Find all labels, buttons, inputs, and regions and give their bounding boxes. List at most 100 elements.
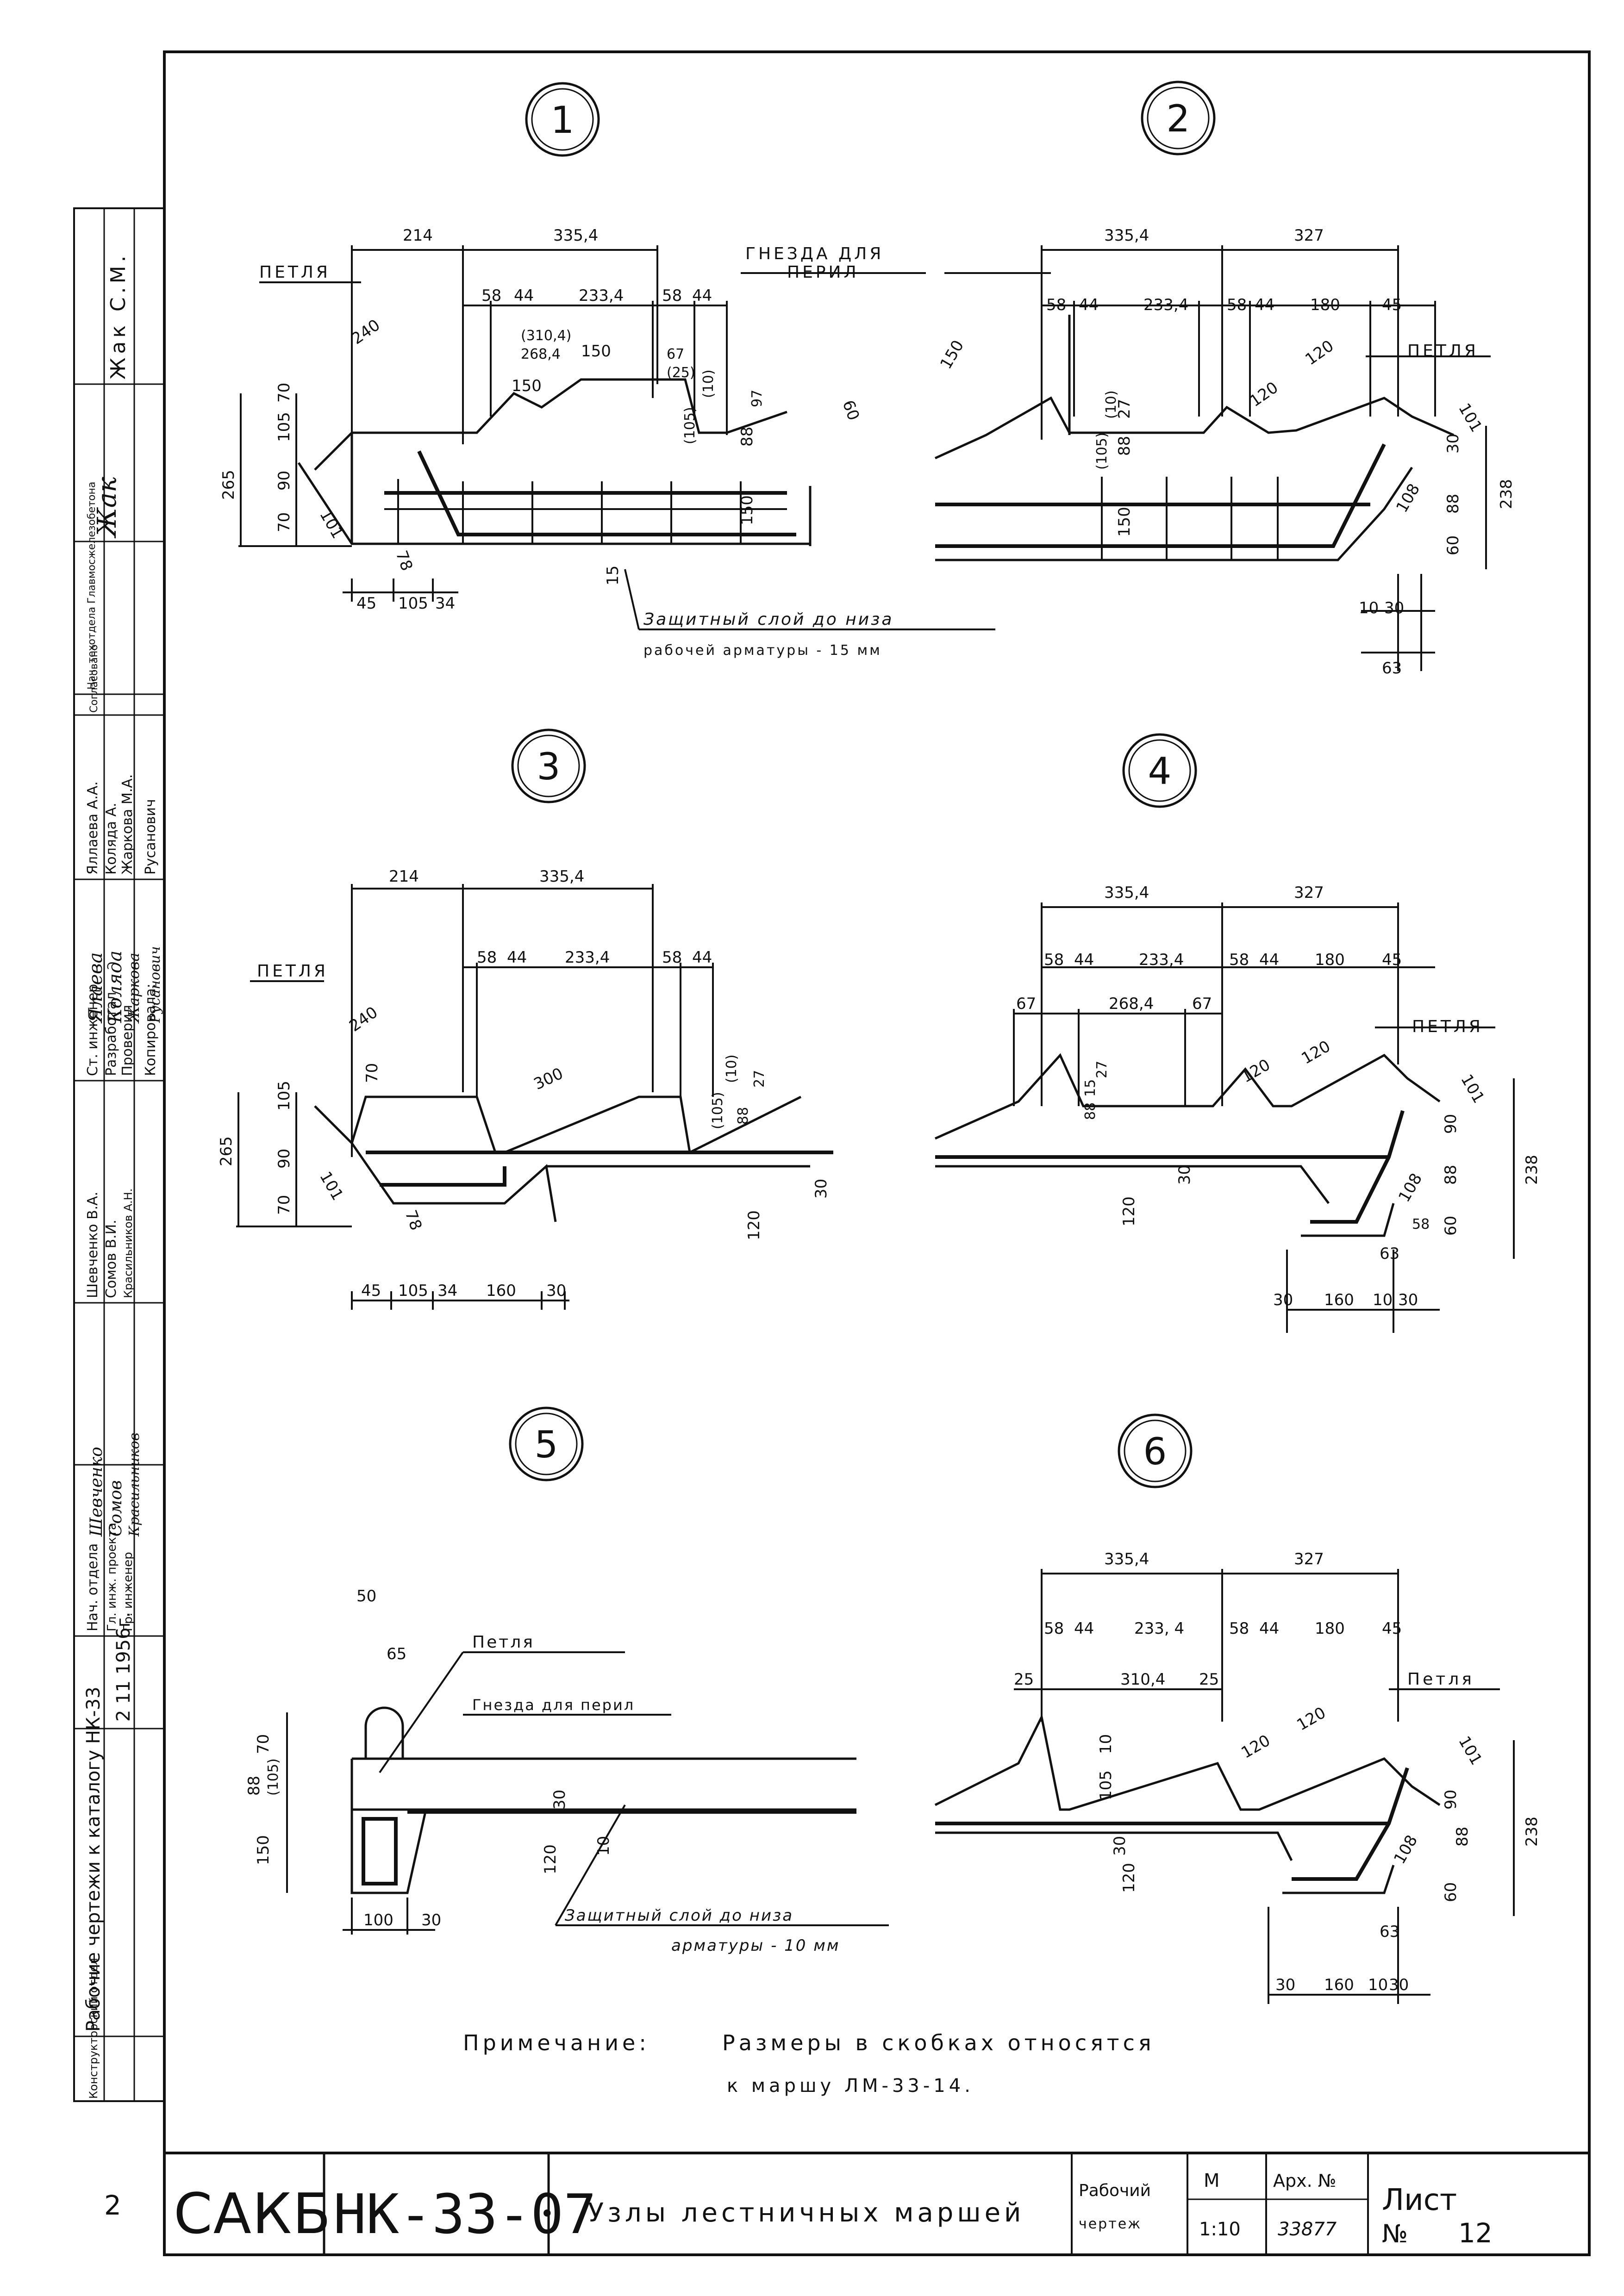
node-3-dim-44a: 44 [507, 948, 527, 967]
node-1-dim-90: 90 [275, 471, 294, 491]
stamp-yalaeva: Яллаева А.А. [85, 781, 101, 875]
node-3-dim-300: 300 [531, 1064, 566, 1094]
node-2-dim-233: 233,4 [1143, 296, 1188, 314]
node-6-dim-108: 108 [1390, 1832, 1421, 1867]
node-3-dim-30: 30 [812, 1179, 831, 1199]
node-2-dim-238: 238 [1497, 479, 1516, 509]
node-1-dim-101: 101 [316, 507, 347, 542]
node-1-loop-label: ПЕТЛЯ [259, 263, 331, 282]
node-4-dim-15: 15 [1082, 1079, 1099, 1097]
signature-zharkova: Жаркова [125, 952, 143, 1024]
node-6-dim-233: 233, 4 [1134, 1619, 1184, 1638]
node-4-loop-label: ПЕТЛЯ [1412, 1017, 1483, 1036]
node-2-dim-105p: (105) [1094, 432, 1110, 470]
node-5-dim-100: 100 [363, 1911, 394, 1929]
node-6-dim-120b: 120 [1294, 1704, 1329, 1735]
node-2-dim-10p: (10) [1103, 390, 1119, 419]
tb-sheet-label: Лист [1382, 2183, 1457, 2217]
node-3-dim-30b: 30 [546, 1282, 566, 1300]
node-4-dim-101: 101 [1457, 1071, 1488, 1107]
node-1-dim-34: 34 [435, 594, 455, 613]
node-4-dim-63: 63 [1380, 1244, 1399, 1263]
node-4-dim-120b: 120 [1299, 1037, 1334, 1068]
node-1: 1 [219, 82, 995, 659]
node-5-cover-label-2: арматуры - 10 мм [671, 1936, 840, 1955]
node-1-dim-97: 97 [749, 390, 765, 407]
node-4-dim-180: 180 [1315, 951, 1345, 969]
node-6-dim-10: 10 [1097, 1734, 1115, 1754]
node-4-dim-30b: 30 [1273, 1291, 1293, 1309]
node-5-dim-30b: 30 [421, 1911, 441, 1929]
node-6-dim-238: 238 [1523, 1817, 1541, 1847]
node-4-dim-335: 335,4 [1104, 884, 1149, 902]
node-6-dim-335: 335,4 [1104, 1550, 1149, 1568]
node-5-dim-10: 10 [594, 1836, 613, 1856]
stamp-somov: Сомов В.И. [103, 1220, 119, 1298]
node-6-dim-58a: 58 [1044, 1619, 1064, 1638]
node-5-dim-120: 120 [541, 1844, 560, 1874]
node-1-dim-105p: (105) [682, 407, 698, 444]
node-1-dim-78: 78 [392, 548, 416, 573]
node-2-dim-30: 30 [1444, 434, 1462, 454]
node-2-dim-335: 335,4 [1104, 226, 1149, 245]
node-4-dim-88: 88 [1442, 1165, 1460, 1185]
tb-sheet-no-label: № [1382, 2219, 1408, 2248]
node-2-dim-44b: 44 [1255, 296, 1274, 314]
node-5: 5 50 65 70 88 (105) 150 30 120 10 [245, 1406, 889, 1955]
tb-arch-label: Арх. № [1273, 2171, 1336, 2191]
stamp-developed: Разработал [103, 992, 119, 1076]
node-2-dim-10: 10 [1359, 599, 1379, 617]
node-2-dim-63: 63 [1382, 659, 1402, 678]
node-2-dim-58b: 58 [1227, 296, 1247, 314]
tb-code: НК-33-07 [333, 2182, 596, 2246]
tb-arch-no: 33877 [1278, 2219, 1337, 2240]
stamp-group-eng: Гр. инженер [121, 1552, 135, 1631]
node-6-dim-30b: 30 [1275, 1976, 1295, 1994]
stamp-agreed: Согласовано [88, 644, 100, 713]
node-2-number: 2 [1167, 97, 1190, 140]
node-1-dim-88: 88 [738, 427, 756, 447]
node-3-dim-58b: 58 [662, 948, 682, 967]
node-2-loop-label: ПЕТЛЯ [1407, 342, 1479, 361]
node-3-dim-10p: (10) [724, 1054, 740, 1083]
note-line-1: Размеры в скобках относятся [722, 2030, 1155, 2055]
node-3-dim-88: 88 [735, 1107, 751, 1125]
stamp-zharkova: Жаркова М.А. [119, 774, 136, 875]
node-3-dim-90: 90 [275, 1149, 294, 1169]
node-3-dim-105p: (105) [710, 1092, 726, 1129]
node-6-dim-105: 105 [1097, 1770, 1115, 1800]
node-6-dim-45: 45 [1382, 1619, 1402, 1638]
node-6-dim-88: 88 [1453, 1827, 1472, 1847]
node-1-dim-310: (310,4) [521, 328, 571, 344]
node-3-dim-58a: 58 [477, 948, 497, 967]
node-1-cover-label-2: рабочей арматуры - 15 мм [643, 642, 882, 659]
tb-title: Узлы лестничных маршей [588, 2198, 1024, 2228]
node-1-dim-70a: 70 [275, 383, 294, 403]
node-1-cover-label-1: Защитный слой до низа [643, 610, 893, 629]
node-5-dim-65: 65 [387, 1645, 406, 1663]
node-2-dim-108: 108 [1393, 480, 1424, 516]
node-3-dim-70a: 70 [363, 1063, 381, 1083]
node-5-dim-88: 88 [245, 1776, 263, 1796]
node-4-dim-233: 233,4 [1139, 951, 1184, 969]
node-5-loop-label: Петля [472, 1633, 535, 1652]
node-6-dim-30c: 30 [1389, 1976, 1409, 1994]
stamp-zhak: Жак С.М. [106, 252, 130, 380]
node-5-number: 5 [535, 1423, 558, 1466]
node-2: 2 335,4 327 58 [934, 81, 1516, 678]
node-2-dim-120b: 120 [1302, 336, 1337, 369]
node-3-dim-160: 160 [486, 1282, 516, 1300]
node-6-dim-101: 101 [1455, 1733, 1486, 1768]
node-2-dim-150a: 150 [937, 337, 968, 372]
tb-scale: 1:10 [1199, 2219, 1241, 2240]
node-1-dim-45: 45 [356, 594, 376, 613]
node-1-dim-150a: 150 [581, 342, 611, 361]
node-4-dim-108: 108 [1395, 1170, 1426, 1205]
node-1-dim-44b: 44 [692, 286, 712, 305]
node-3-dim-45: 45 [361, 1282, 381, 1300]
node-6-number: 6 [1143, 1430, 1167, 1473]
stamp-shevchenko: Шевченко В.А. [85, 1192, 101, 1298]
node-1-dim-70b: 70 [275, 512, 294, 532]
tb-scale-label: М [1204, 2170, 1220, 2191]
tb-stage-1: Рабочий [1079, 2181, 1151, 2200]
